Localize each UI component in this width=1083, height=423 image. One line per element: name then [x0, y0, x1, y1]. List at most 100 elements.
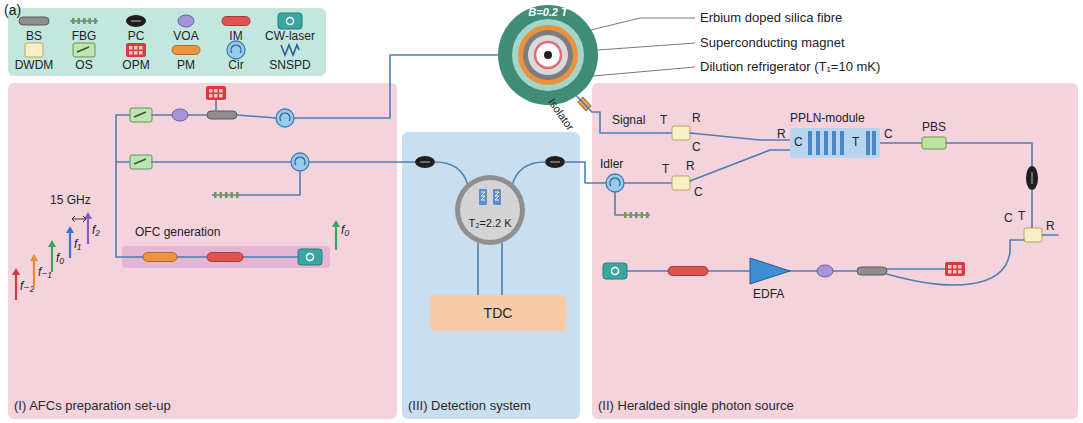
- optical-switch: [73, 43, 95, 57]
- fibre-line: [1042, 234, 1058, 236]
- label-text: EDFA: [753, 288, 784, 302]
- label-text: T: [662, 163, 669, 177]
- legend-label: OS: [75, 59, 92, 73]
- snspd-meander: [481, 192, 499, 200]
- fibre-line: [116, 161, 130, 163]
- ppln-crystal: [790, 128, 880, 158]
- fibre-line: [880, 142, 922, 144]
- beam-splitter: [207, 111, 237, 119]
- ofc-band: [122, 246, 330, 268]
- poling-stripe: [832, 131, 836, 155]
- fibre-line: [1031, 190, 1033, 228]
- poling-stripe: [840, 131, 844, 155]
- label-text: Dilution refrigerator (T₁=10 mK): [700, 60, 880, 75]
- switch-lever: [134, 159, 146, 164]
- fibre-connector: [477, 243, 479, 295]
- power-meter-key: [219, 89, 223, 93]
- voa: [178, 15, 194, 27]
- optical-switch: [130, 108, 152, 122]
- optical-switch: [130, 155, 152, 169]
- label-text: OFC generation: [135, 226, 220, 240]
- power-meter-key: [209, 89, 213, 93]
- power-meter-key: [209, 94, 213, 98]
- fibre-line: [152, 161, 291, 163]
- legend-label: PM: [177, 59, 195, 73]
- snspd-icon: [281, 45, 299, 55]
- pc-detail: [550, 161, 560, 163]
- fibre-line: [512, 162, 545, 186]
- circulator-arrow: [610, 178, 620, 186]
- label-text: f₋₂: [20, 280, 34, 294]
- fbg-grating: [641, 212, 644, 218]
- fbg-grating: [83, 18, 86, 24]
- cw-laser: [298, 249, 322, 265]
- erbium-fibre-coil: [535, 42, 561, 68]
- fbg-grating: [94, 18, 97, 24]
- power-meter-key: [948, 265, 952, 269]
- label-text: Idler: [600, 158, 623, 172]
- legend-label: CW-laser: [265, 30, 315, 44]
- legend-label: FBG: [72, 30, 97, 44]
- label-text: Signal: [612, 114, 645, 128]
- polarization-controller: [545, 156, 565, 168]
- fbg-grating: [646, 212, 649, 218]
- power-meter-key: [214, 89, 218, 93]
- node-text: PPLN-module: [790, 112, 865, 126]
- label-text: f₀: [341, 224, 349, 238]
- voa: [817, 265, 833, 277]
- power-meter-key: [953, 265, 957, 269]
- polarization-controller: [126, 15, 146, 27]
- fibre-line: [116, 115, 130, 257]
- label-text: C: [1004, 212, 1013, 226]
- power-meter-key: [214, 94, 218, 98]
- tdc-box: TDC: [430, 295, 566, 331]
- fibre-line: [887, 240, 1024, 285]
- legend-label: SNSPD: [269, 59, 310, 73]
- comb-line-head: [30, 254, 38, 261]
- fbg-grating: [635, 212, 638, 218]
- power-meter: [945, 262, 965, 276]
- power-meter-key: [958, 270, 962, 274]
- poling-stripe: [866, 131, 870, 155]
- power-meter-key: [134, 51, 138, 55]
- pc-detail: [1031, 172, 1033, 184]
- circulator-arrow: [280, 113, 290, 121]
- beam-splitter: [19, 17, 49, 25]
- power-meter-key: [219, 94, 223, 98]
- label-text: C: [794, 136, 803, 150]
- label-text: (a): [4, 2, 21, 18]
- fibre-line: [309, 161, 415, 163]
- fibre-line: [240, 171, 300, 195]
- fibre-connector: [390, 55, 498, 83]
- dwdm: [672, 176, 690, 190]
- dwdm: [672, 126, 690, 140]
- magnet-bore: [523, 30, 573, 80]
- fibre-connector: [501, 243, 503, 295]
- fibre-line: [615, 192, 622, 215]
- superconducting-magnet: [518, 25, 578, 85]
- pc-detail: [131, 20, 141, 22]
- legend-panel: [8, 8, 326, 76]
- power-meter-key: [139, 46, 143, 50]
- fbg-grating: [231, 192, 234, 198]
- comb-line-head: [66, 226, 74, 233]
- label-text: C: [692, 141, 701, 155]
- intensity-modulator: [222, 17, 250, 26]
- snspd-detector: [479, 189, 487, 205]
- leader-line: [593, 67, 695, 76]
- circulator: [227, 41, 245, 59]
- fbg-grating: [630, 212, 633, 218]
- refrigerator-shell: [498, 5, 598, 105]
- label-text: C: [694, 186, 703, 200]
- cw-laser: [278, 13, 302, 29]
- voa: [172, 109, 188, 121]
- carrier-arrow: [335, 225, 337, 250]
- dwdm: [1024, 228, 1042, 242]
- phase-modulator: [172, 46, 200, 55]
- fibre-line: [237, 115, 276, 118]
- fbg-grating: [89, 18, 92, 24]
- label-text: f₋₁: [38, 266, 51, 280]
- comb-line-head: [48, 240, 56, 247]
- fibre-line: [152, 114, 172, 116]
- power-meter: [206, 86, 226, 100]
